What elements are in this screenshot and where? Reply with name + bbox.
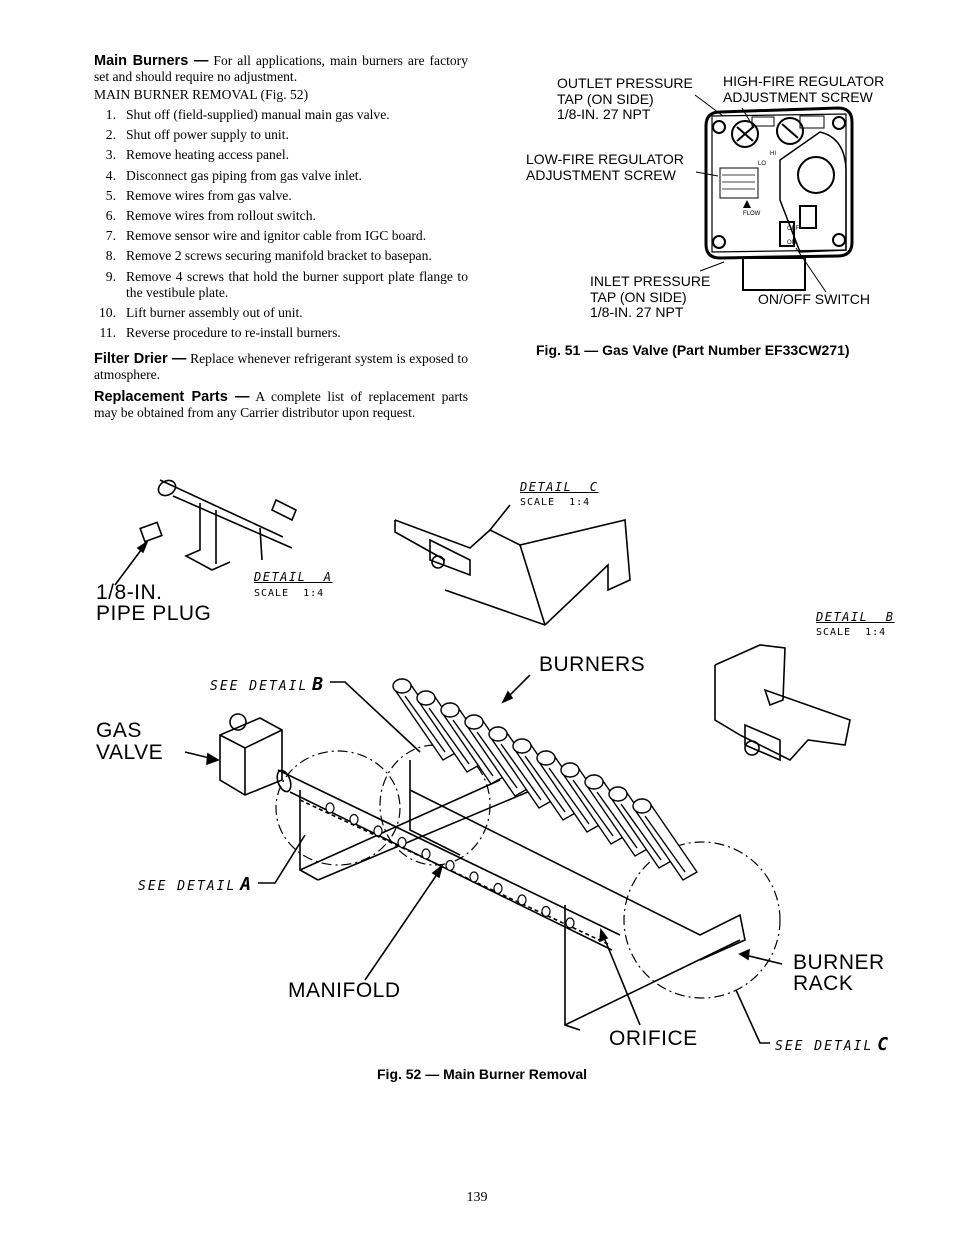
burners-label: BURNERS (539, 653, 646, 676)
step-4: 4.Disconnect gas piping from gas valve i… (105, 167, 362, 183)
high-fire-label: HIGH-FIRE REGULATOR ADJUSTMENT SCREW (723, 73, 885, 105)
filter-drier-text: Replace whenever refrigerant system is e… (94, 351, 468, 383)
burner-tube (392, 678, 459, 761)
step-5: 5.Remove wires from gas valve. (105, 187, 292, 203)
text-column: Main Burners — For all applications, mai… (94, 53, 468, 421)
step-10: 10.Lift burner assembly out of unit. (99, 304, 303, 320)
orifice-fitting (421, 848, 431, 860)
burner-rack-label: BURNER RACK (793, 951, 885, 995)
step-6: 6.Remove wires from rollout switch. (105, 207, 316, 223)
step-7: 7.Remove sensor wire and ignitor cable f… (105, 228, 427, 244)
replacement-parts-text: A complete list of replacement parts may… (94, 389, 468, 421)
step-8: 8.Remove 2 screws securing manifold brac… (105, 248, 432, 264)
orifice-fitting (325, 802, 335, 814)
burner-tube (416, 690, 483, 773)
detail-a-scale: SCALE 1:4 (254, 588, 325, 599)
orifice-fitting (517, 894, 527, 906)
main-burners-text: For all applications, main burners are f… (94, 53, 469, 84)
step-1: 1.Shut off (field-supplied) manual main … (105, 107, 390, 122)
valve-lo-text: LO (758, 161, 766, 167)
detail-a-title: DETAIL A (254, 570, 333, 584)
detail-b-scale: SCALE 1:4 (816, 627, 887, 638)
valve-hi-text: HI (770, 151, 776, 157)
fig52-caption: Fig. 52 — Main Burner Removal (377, 1066, 588, 1082)
orifice-fitting (373, 825, 383, 837)
orifice-fitting (445, 859, 455, 872)
burner-tube (632, 798, 699, 881)
orifice-fitting (565, 917, 575, 929)
main-burners-heading: Main Burners — (94, 53, 209, 69)
orifice-fitting (349, 813, 359, 826)
main-burners-paragraph: Main Burners — For all applications, mai… (94, 53, 468, 85)
onoff-switch-label: ON/OFF SWITCH (758, 291, 870, 307)
filter-drier-paragraph: Filter Drier — Replace whenever refriger… (94, 351, 468, 383)
orifices (325, 802, 575, 929)
orifice-fitting (469, 871, 479, 883)
burner-tube (608, 786, 675, 869)
inlet-pressure-label: INLET PRESSURE TAP (ON SIDE) 1/8-IN. 27 … (590, 273, 711, 320)
detail-c-title: DETAIL C (520, 480, 599, 494)
burner-tube (512, 738, 579, 821)
valve-on-text: ON (787, 240, 796, 246)
filter-drier-heading: Filter Drier — (94, 351, 187, 368)
step-9: 9.Remove 4 screws that hold the burner s… (105, 268, 468, 300)
detail-b-title: DETAIL B (816, 610, 895, 624)
orifice-label: ORIFICE (609, 1027, 698, 1050)
page-number: 139 (466, 1190, 488, 1205)
valve-flow-text: FLOW (743, 211, 761, 217)
orifice-fitting (541, 905, 551, 918)
detail-c-scale: SCALE 1:4 (520, 497, 591, 508)
low-fire-label: LOW-FIRE REGULATOR ADJUSTMENT SCREW (526, 151, 684, 183)
replacement-parts-heading: Replacement Parts — (94, 389, 250, 406)
flow-arrow-icon (743, 200, 751, 208)
step-2: 2.Shut off power supply to unit. (105, 127, 289, 143)
step-3: 3.Remove heating access panel. (105, 147, 290, 163)
valve-off-text: OFF (787, 226, 799, 232)
step-11: 11.Reverse procedure to re-install burne… (99, 324, 341, 340)
removal-title: MAIN BURNER REMOVAL (Fig. 52) (94, 87, 309, 102)
removal-steps: 1.Shut off (field-supplied) manual main … (94, 107, 468, 341)
burner-tubes (392, 678, 699, 881)
gas-valve-label: GAS VALVE (96, 719, 164, 764)
outlet-pressure-label: OUTLET PRESSURE TAP (ON SIDE) 1/8-IN. 27… (557, 75, 693, 122)
orifice-fitting (397, 836, 407, 849)
manifold-label: MANIFOLD (288, 979, 401, 1002)
fig51-caption: Fig. 51 — Gas Valve (Part Number EF33CW2… (536, 342, 850, 358)
pipe-plug-label: 1/8-IN. PIPE PLUG (96, 581, 212, 625)
replacement-parts-paragraph: Replacement Parts — A complete list of r… (94, 389, 468, 421)
orifice-fitting (493, 882, 503, 895)
